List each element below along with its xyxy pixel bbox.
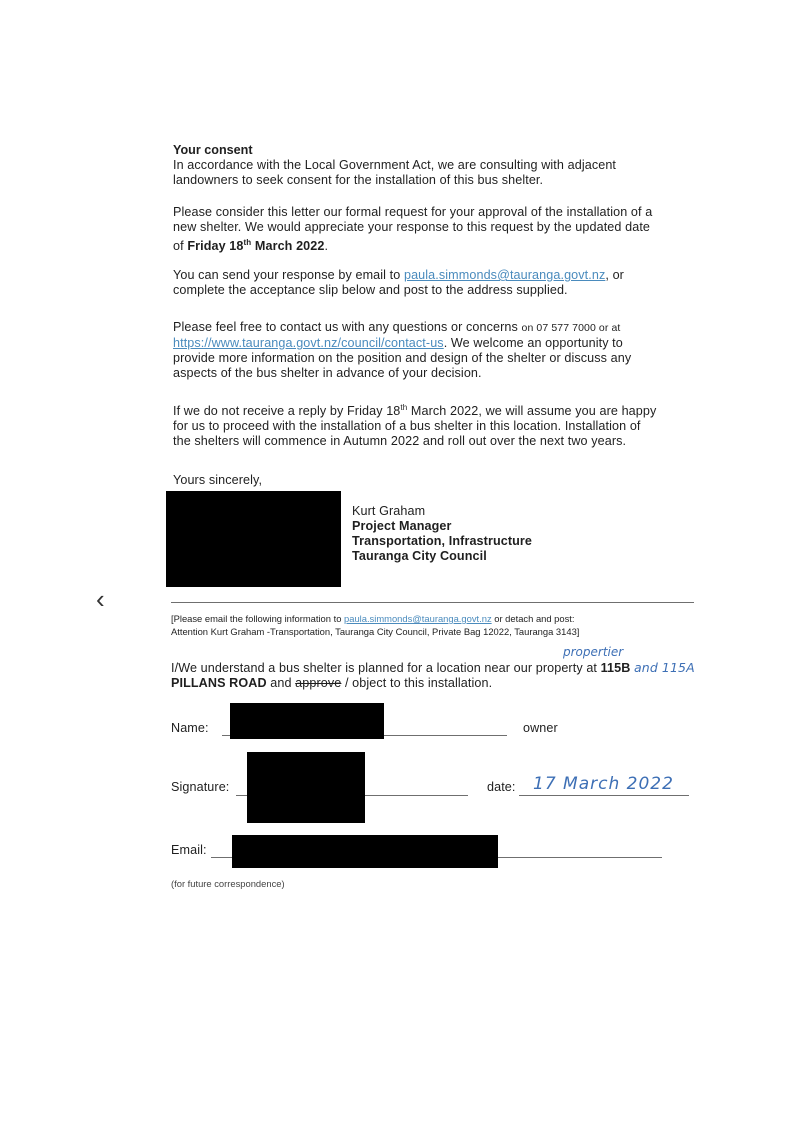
- signatory-department: Transportation, Infrastructure: [352, 534, 533, 548]
- slip-instructions: [Please email the following information …: [171, 612, 691, 638]
- text-line: Please consider this letter our formal r…: [173, 205, 653, 219]
- text-line: [Please email the following information …: [171, 613, 575, 624]
- text-line: Attention Kurt Graham -Transportation, T…: [171, 626, 580, 637]
- deadline-date: Friday 18th March 2022: [187, 238, 325, 254]
- future-note: (for future correspondence): [171, 878, 285, 889]
- struck-approve: approve: [295, 676, 342, 690]
- slip-statement: I/We understand a bus shelter is planned…: [171, 660, 695, 691]
- paragraph-response: You can send your response by email to p…: [173, 268, 624, 298]
- text-line: for us to proceed with the installation …: [173, 419, 641, 434]
- signature-field-redacted[interactable]: [247, 752, 365, 823]
- email-label: Email:: [171, 843, 207, 857]
- chevron-left-icon: ‹: [96, 584, 105, 614]
- handwritten-insert: propertier: [563, 645, 624, 659]
- date-line: [519, 795, 689, 796]
- text-line: If we do not receive a reply by Friday 1…: [173, 403, 657, 419]
- text-line: I/We understand a bus shelter is planned…: [171, 660, 695, 675]
- email-field-redacted[interactable]: [232, 835, 498, 868]
- signatory-organisation: Tauranga City Council: [352, 549, 487, 563]
- consent-heading: Your consent: [173, 143, 253, 157]
- signatory-title: Project Manager: [352, 519, 452, 533]
- signatory-name: Kurt Graham: [352, 504, 426, 518]
- slip-email-link[interactable]: paula.simmonds@tauranga.govt.nz: [344, 613, 492, 624]
- text-line: You can send your response by email to p…: [173, 268, 624, 282]
- text-line: PILLANS ROAD and approve / object to thi…: [171, 676, 493, 690]
- paragraph-consent: In accordance with the Local Government …: [173, 158, 616, 188]
- closing: Yours sincerely,: [173, 473, 263, 487]
- text-line: the shelters will commence in Autumn 202…: [173, 434, 627, 449]
- detach-line: [171, 602, 694, 603]
- paragraph-contact: Please feel free to contact us with any …: [173, 320, 631, 381]
- signature-label: Signature:: [171, 780, 230, 794]
- email-link[interactable]: paula.simmonds@tauranga.govt.nz: [403, 268, 606, 282]
- text-line: landowners to seek consent for the insta…: [173, 173, 544, 187]
- date-label: date:: [487, 780, 516, 794]
- date-field[interactable]: 17 March 2022: [533, 774, 674, 794]
- text-line: aspects of the bus shelter in advance of…: [173, 366, 482, 380]
- paragraph-assumption: If we do not receive a reply by Friday 1…: [173, 400, 656, 449]
- signatory: Kurt Graham Project Manager Transportati…: [352, 504, 532, 564]
- name-label: Name:: [171, 721, 209, 735]
- paragraph-request: Please consider this letter our formal r…: [173, 205, 652, 254]
- text-line: In accordance with the Local Government …: [173, 158, 617, 172]
- text-line: Please feel free to contact us with any …: [173, 320, 621, 334]
- owner-label: owner: [523, 721, 558, 735]
- handwritten-addition: and 115A: [634, 660, 695, 675]
- back-button[interactable]: ‹: [96, 586, 105, 612]
- text-line: complete the acceptance slip below and p…: [173, 283, 568, 297]
- redacted-signature-block: [166, 491, 341, 587]
- text-line: https://www.tauranga.govt.nz/council/con…: [173, 336, 623, 350]
- contact-url-link[interactable]: https://www.tauranga.govt.nz/council/con…: [173, 336, 444, 350]
- text-line: new shelter. We would appreciate your re…: [173, 220, 651, 234]
- name-field-redacted[interactable]: [230, 703, 384, 739]
- text-line: provide more information on the position…: [173, 351, 632, 365]
- text-line: of Friday 18th March 2022.: [173, 238, 329, 254]
